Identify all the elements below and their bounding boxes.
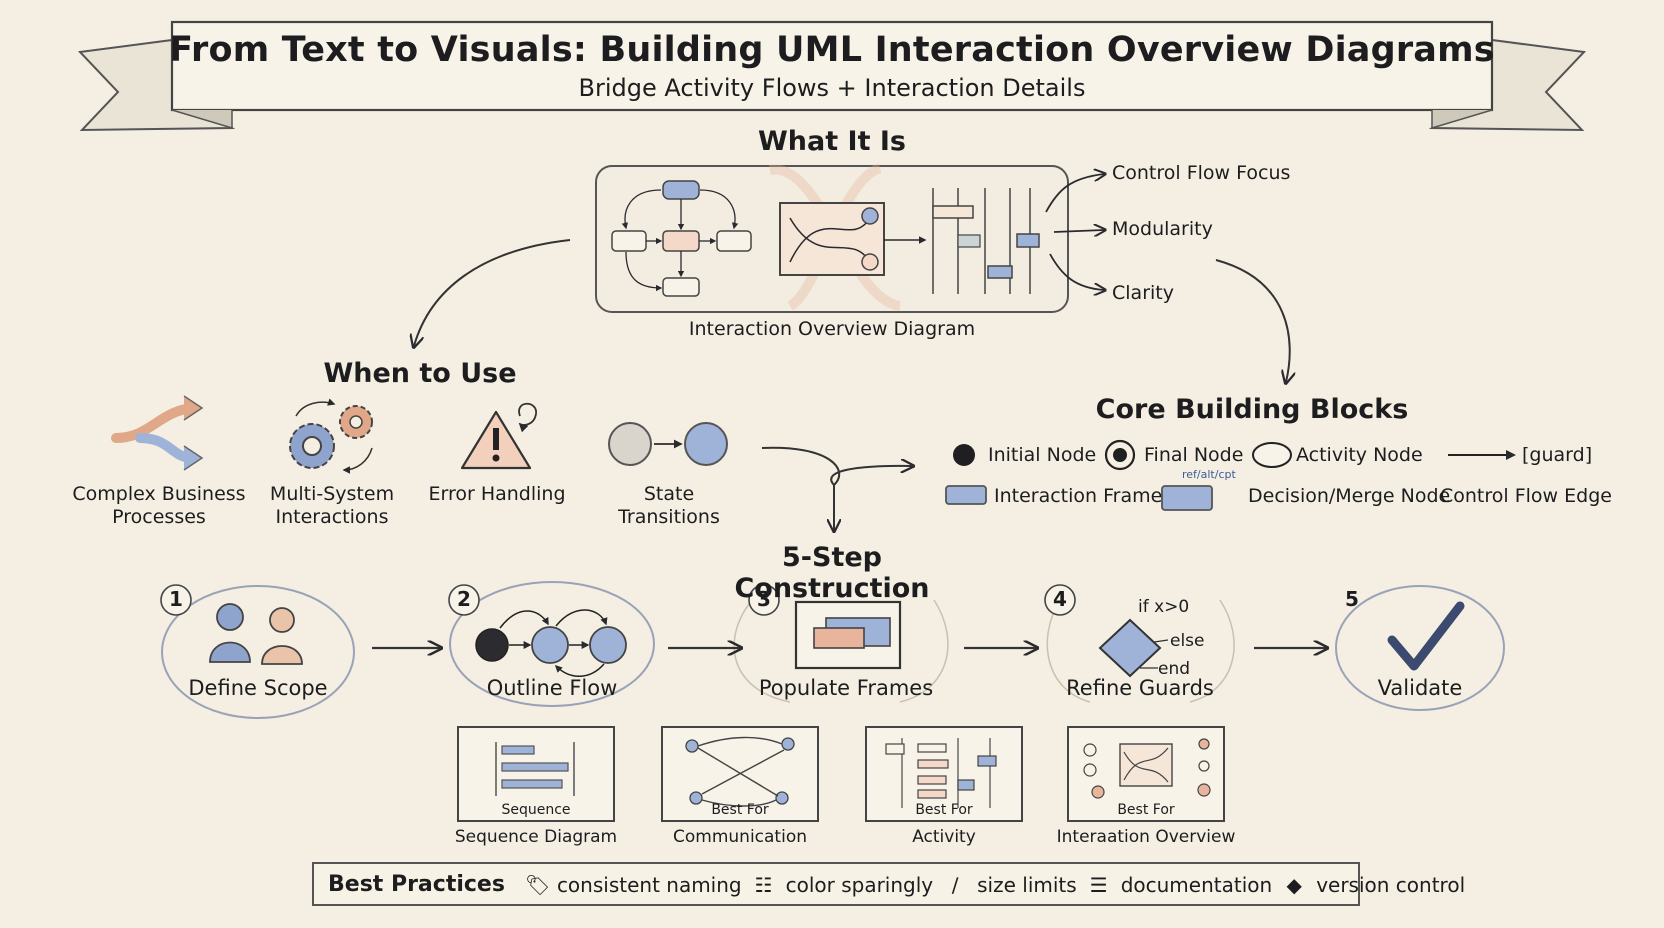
checkmark-icon bbox=[1387, 601, 1465, 671]
card-interaction-overview-inner: Best For bbox=[1117, 802, 1175, 818]
decision-diamond-icon bbox=[1098, 618, 1169, 678]
flow-nodes-icon bbox=[475, 609, 627, 677]
when-to-use-heading: When to Use bbox=[323, 358, 517, 389]
page-subtitle: Bridge Activity Flows + Interaction Deta… bbox=[578, 74, 1086, 102]
overview-diagram-illustration bbox=[595, 163, 1104, 313]
practice-consistent-naming: consistent naming bbox=[556, 872, 742, 897]
activity-node-label: Activity Node bbox=[1296, 444, 1423, 466]
card-sequence-inner: Sequence bbox=[501, 802, 571, 818]
step-define-scope: Define Scope bbox=[188, 676, 328, 700]
best-practices-heading: Best Practices bbox=[328, 872, 505, 897]
guard-if-label: if x>0 bbox=[1138, 597, 1190, 617]
what-it-is-heading: What It Is bbox=[758, 126, 906, 157]
clipboard-icon: ☷ bbox=[754, 872, 773, 897]
step-5-number: 5 bbox=[1345, 587, 1359, 611]
step-3-number: 3 bbox=[757, 587, 771, 611]
arrow-to-when bbox=[414, 239, 571, 346]
people-icon bbox=[209, 603, 303, 665]
branching-arrows-icon bbox=[111, 395, 204, 471]
step-refine-guards: Refine Guards bbox=[1066, 676, 1214, 700]
activity-node-icon bbox=[1252, 442, 1292, 468]
gears-icon bbox=[289, 398, 373, 474]
practice-color-sparingly: color sparingly bbox=[785, 872, 934, 897]
feature-modularity: Modularity bbox=[1112, 218, 1213, 240]
page-title: From Text to Visuals: Building UML Inter… bbox=[169, 30, 1495, 70]
warning-icon bbox=[460, 402, 537, 470]
initial-node-label: Initial Node bbox=[988, 444, 1097, 466]
construction-heading: 5-Step Construction bbox=[734, 542, 930, 604]
decision-merge-icon bbox=[1161, 485, 1213, 511]
card-communication-caption: Communication bbox=[673, 827, 807, 847]
control-flow-edge-label: Control Flow Edge bbox=[1440, 485, 1612, 507]
core-blocks-heading: Core Building Blocks bbox=[1095, 394, 1409, 425]
state-transition-icon bbox=[608, 422, 728, 466]
feature-control-flow: Control Flow Focus bbox=[1112, 162, 1291, 184]
diagram-cards-art bbox=[457, 726, 1225, 822]
card-interaction-overview-caption: Interaation Overview bbox=[1056, 827, 1236, 847]
step-validate: Validate bbox=[1377, 676, 1463, 700]
interaction-frame-icon bbox=[945, 485, 987, 505]
initial-node-icon bbox=[953, 444, 975, 466]
step-4-number: 4 bbox=[1053, 587, 1067, 611]
best-practices-bar: Best Practices 🏷 consistent naming ☷ col… bbox=[312, 862, 1465, 906]
step-1-number: 1 bbox=[169, 587, 183, 611]
final-node-icon bbox=[1104, 439, 1136, 471]
final-node-label: Final Node bbox=[1144, 444, 1244, 466]
core-blocks-icons bbox=[945, 439, 1516, 511]
card-communication-inner: Best For bbox=[711, 802, 769, 818]
title-banner bbox=[77, 20, 1587, 132]
frames-icon bbox=[794, 600, 902, 670]
decision-merge-label: Decision/Merge Node bbox=[1248, 485, 1451, 507]
interaction-frame-label: Interaction Frame bbox=[994, 485, 1163, 507]
arrow-to-core bbox=[1215, 259, 1290, 382]
practice-size-limits: size limits bbox=[977, 872, 1077, 897]
card-activity-inner: Best For bbox=[915, 802, 973, 818]
practice-documentation: documentation bbox=[1120, 872, 1273, 897]
guard-label: [guard] bbox=[1522, 444, 1593, 466]
practice-version-control: version control bbox=[1316, 872, 1466, 897]
step-2-number: 2 bbox=[457, 587, 471, 611]
use-case-error-handling: Error Handling bbox=[428, 483, 566, 505]
frame-ops-label: ref/alt/cpt bbox=[1182, 468, 1236, 481]
guard-else-label: else bbox=[1170, 631, 1205, 651]
construction-steps-art bbox=[160, 581, 1505, 719]
card-sequence-caption: Sequence Diagram bbox=[454, 827, 618, 847]
step-populate-frames: Populate Frames bbox=[758, 676, 934, 700]
step-outline-flow: Outline Flow bbox=[486, 676, 618, 700]
diamond-icon: ◆ bbox=[1286, 872, 1302, 897]
ruler-icon: ∕ bbox=[951, 872, 959, 897]
card-activity-caption: Activity bbox=[912, 827, 976, 847]
arrow-to-core-2 bbox=[761, 446, 912, 487]
feature-clarity: Clarity bbox=[1112, 282, 1174, 304]
tag-icon: 🏷 bbox=[524, 872, 551, 897]
guard-end-label: end bbox=[1158, 659, 1191, 679]
overview-caption: Interaction Overview Diagram bbox=[688, 318, 976, 340]
document-icon: ☰ bbox=[1089, 872, 1108, 897]
